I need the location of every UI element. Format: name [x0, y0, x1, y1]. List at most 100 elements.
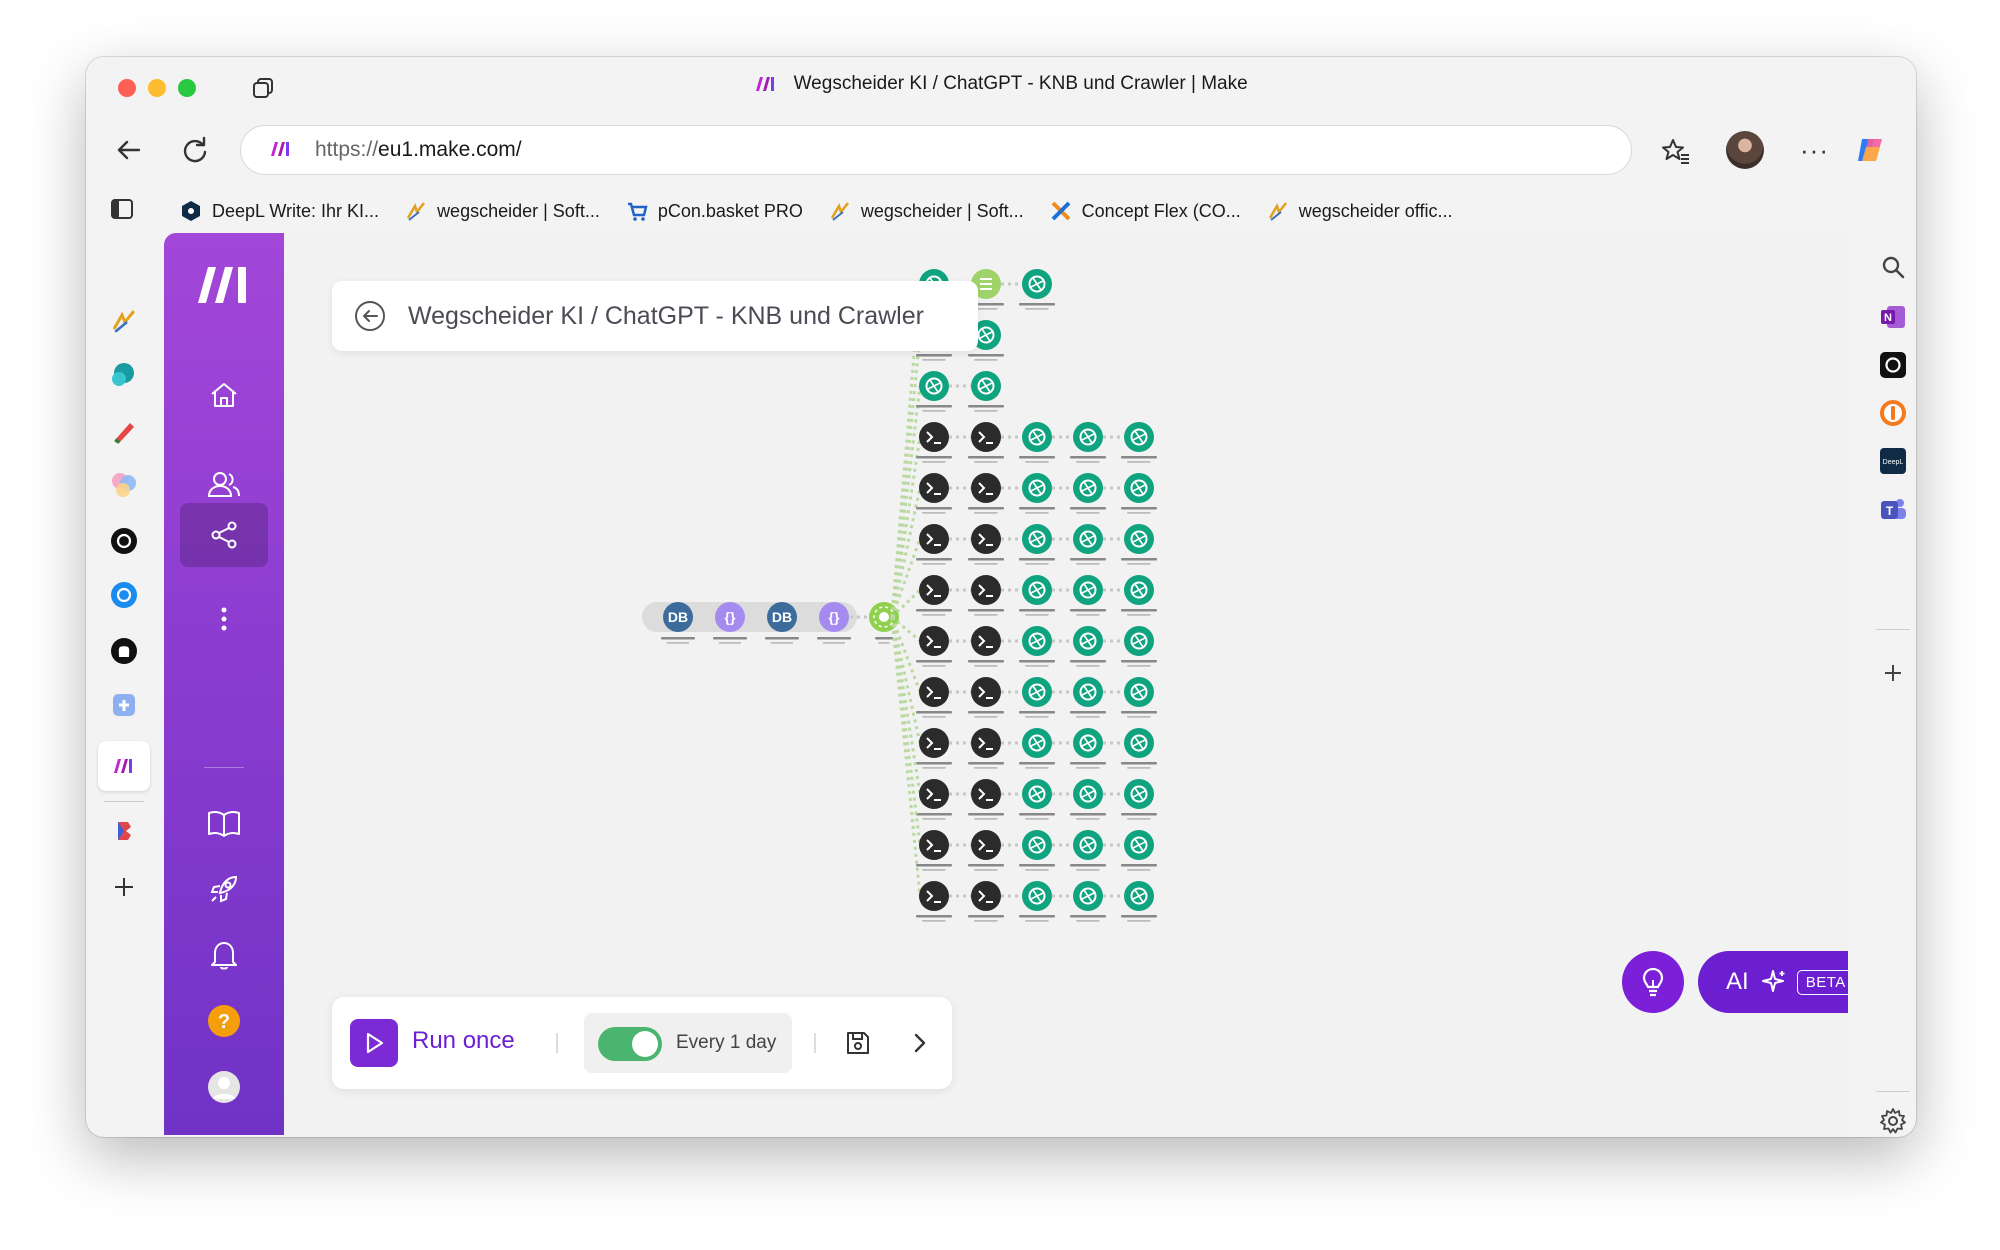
- profile-avatar[interactable]: [1726, 131, 1764, 169]
- back-arrow-icon[interactable]: [354, 300, 386, 332]
- maximize-window-button[interactable]: [178, 79, 196, 97]
- terminal-module-icon[interactable]: [919, 881, 949, 911]
- onenote-icon[interactable]: N: [1879, 303, 1907, 331]
- terminal-module-icon[interactable]: [971, 524, 1001, 554]
- whats-new-button[interactable]: [200, 865, 248, 913]
- bookmark-deepl[interactable]: DeepL Write: Ihr KI...: [180, 200, 379, 222]
- terminal-module-icon[interactable]: [919, 575, 949, 605]
- ai-label: AI: [1726, 968, 1749, 995]
- bookmark-wegscheider-2[interactable]: wegscheider | Soft...: [829, 200, 1024, 222]
- chevron-right-icon[interactable]: [906, 1029, 934, 1057]
- schedule-toggle[interactable]: [598, 1027, 662, 1061]
- settings-gear-icon[interactable]: [1879, 1107, 1907, 1135]
- svg-text:DB: DB: [668, 609, 688, 625]
- bookmark-label: wegscheider | Soft...: [437, 200, 600, 221]
- copilot-icon[interactable]: [1854, 133, 1888, 167]
- svg-text:{}: {}: [829, 609, 840, 625]
- deepl-side-icon[interactable]: DeepL: [1879, 447, 1907, 475]
- chatgpt-blue-rail-icon[interactable]: [110, 581, 138, 609]
- share-nodes-icon: [211, 521, 237, 549]
- users-icon: [207, 472, 240, 497]
- terminal-module-icon[interactable]: [919, 422, 949, 452]
- wegscheider-icon: [1268, 202, 1287, 221]
- terminal-module-icon[interactable]: [971, 881, 1001, 911]
- terminal-module-icon[interactable]: [919, 779, 949, 809]
- add-sidebar-app-icon[interactable]: [1879, 659, 1907, 687]
- svg-text:DeepL: DeepL: [1883, 459, 1904, 466]
- make-logo-button[interactable]: [194, 257, 254, 313]
- schedule-control[interactable]: Every 1 day: [584, 1013, 792, 1073]
- terminal-module-icon[interactable]: [971, 422, 1001, 452]
- vertical-dots-icon: [221, 607, 227, 631]
- cart-icon: [627, 202, 648, 221]
- database-module-icon[interactable]: [767, 602, 797, 632]
- back-button[interactable]: [112, 133, 146, 167]
- wegscheider-icon[interactable]: [110, 307, 138, 335]
- minimize-window-button[interactable]: [148, 79, 166, 97]
- search-icon[interactable]: [1879, 253, 1907, 281]
- schedule-label[interactable]: Every 1 day: [676, 1032, 777, 1053]
- json-module-icon[interactable]: [715, 602, 745, 632]
- terminal-module-icon[interactable]: [971, 473, 1001, 503]
- terminal-module-icon[interactable]: [919, 626, 949, 656]
- terminal-module-icon[interactable]: [971, 677, 1001, 707]
- copilot-rail-icon[interactable]: [110, 471, 138, 499]
- more-menu-button[interactable]: [200, 595, 248, 643]
- window-title-text: Wegscheider KI / ChatGPT - KNB und Crawl…: [793, 73, 1248, 94]
- lightbulb-icon: [1642, 967, 1664, 997]
- bookmark-wegscheider-1[interactable]: wegscheider | Soft...: [405, 200, 600, 222]
- github-icon[interactable]: [110, 637, 138, 665]
- terminal-module-icon[interactable]: [919, 473, 949, 503]
- bookmark-conceptflex[interactable]: Concept Flex (CO...: [1050, 200, 1241, 222]
- terminal-module-icon[interactable]: [919, 677, 949, 707]
- reload-button[interactable]: [178, 133, 212, 167]
- teams-icon[interactable]: T: [1879, 495, 1907, 523]
- database-module-icon[interactable]: [663, 602, 693, 632]
- chatgpt-icon[interactable]: [1879, 351, 1907, 379]
- teams-small-icon[interactable]: [110, 691, 138, 719]
- rocket-icon: [210, 875, 238, 903]
- make-rail-item[interactable]: [98, 741, 150, 791]
- terminal-module-icon[interactable]: [971, 626, 1001, 656]
- tab-actions-icon[interactable]: [250, 75, 276, 101]
- rail-divider: [104, 801, 144, 802]
- chatgpt-rail-icon[interactable]: [110, 527, 138, 555]
- onepassword-icon[interactable]: [1879, 399, 1907, 427]
- user-profile-button[interactable]: [200, 1063, 248, 1111]
- scenario-flow-diagram[interactable]: DB{}DB{}: [284, 233, 1848, 1135]
- run-once-label[interactable]: Run once: [412, 1027, 515, 1054]
- close-window-button[interactable]: [118, 79, 136, 97]
- sidebar-toggle-icon[interactable]: [110, 197, 134, 221]
- notifications-button[interactable]: [200, 931, 248, 979]
- home-button[interactable]: [200, 371, 248, 419]
- terminal-module-icon[interactable]: [919, 830, 949, 860]
- scenario-canvas[interactable]: DB{}DB{} Wegscheider KI / ChatGPT - KNB …: [284, 233, 1848, 1135]
- pencil-app-icon[interactable]: [110, 417, 138, 445]
- run-once-button[interactable]: [350, 1019, 398, 1067]
- hints-button[interactable]: [1622, 951, 1684, 1013]
- terminal-module-icon[interactable]: [971, 830, 1001, 860]
- ai-assistant-button[interactable]: AI BETA: [1698, 951, 1848, 1013]
- save-icon[interactable]: [844, 1029, 872, 1057]
- bookmark-wegscheider-3[interactable]: wegscheider offic...: [1267, 200, 1452, 222]
- docs-button[interactable]: [200, 799, 248, 847]
- bookmark-app-icon[interactable]: [110, 817, 138, 845]
- address-bar[interactable]: https://eu1.make.com/: [240, 125, 1632, 175]
- json-module-icon[interactable]: [819, 602, 849, 632]
- toggle-knob: [632, 1031, 658, 1057]
- play-icon: [366, 1032, 384, 1054]
- terminal-module-icon[interactable]: [971, 779, 1001, 809]
- sharepoint-icon[interactable]: [110, 361, 138, 389]
- scenarios-button[interactable]: [180, 503, 268, 567]
- bell-icon: [211, 942, 237, 970]
- terminal-module-icon[interactable]: [919, 728, 949, 758]
- team-button[interactable]: [200, 461, 248, 509]
- favorites-star-icon[interactable]: [1660, 135, 1692, 167]
- bookmark-pcon[interactable]: pCon.basket PRO: [626, 200, 803, 222]
- terminal-module-icon[interactable]: [919, 524, 949, 554]
- help-center-button[interactable]: ?: [200, 997, 248, 1045]
- terminal-module-icon[interactable]: [971, 728, 1001, 758]
- add-rail-icon[interactable]: [110, 873, 138, 901]
- more-options-icon[interactable]: ···: [1800, 135, 1829, 165]
- terminal-module-icon[interactable]: [971, 575, 1001, 605]
